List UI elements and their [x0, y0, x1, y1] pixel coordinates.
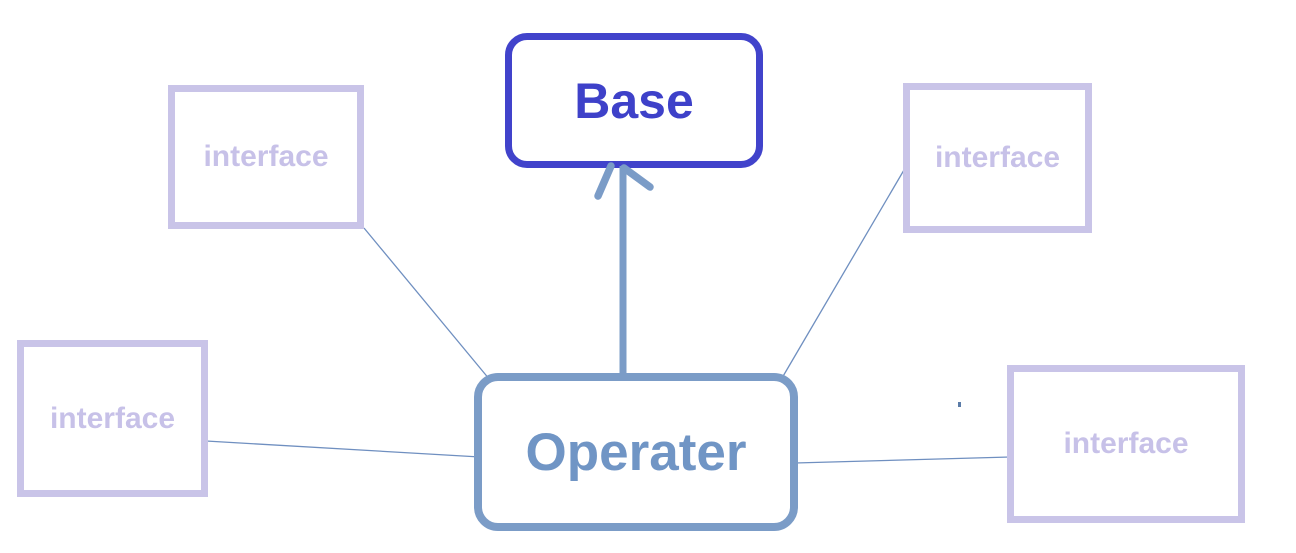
node-interface-top-right: interface — [903, 83, 1092, 233]
node-base-label: Base — [574, 72, 694, 129]
node-interface-bottom-right-label: interface — [1063, 427, 1189, 460]
connector-operater-interface-tl — [363, 227, 491, 381]
stray-dot — [958, 402, 961, 407]
connector-operater-interface-tr — [781, 169, 905, 379]
node-interface-top-right-label: interface — [934, 141, 1061, 174]
inheritance-arrow-operater-base — [594, 162, 654, 377]
node-interface-bottom-left: interface — [17, 340, 208, 497]
node-base: Base — [505, 33, 763, 168]
node-operater-label: Operater — [525, 422, 747, 482]
connector-operater-interface-bl — [205, 440, 481, 458]
node-interface-bottom-left-label: interface — [49, 401, 176, 435]
arrow-barb-right — [620, 164, 654, 191]
arrow-barb-left — [594, 162, 615, 200]
node-interface-bottom-right: interface — [1007, 365, 1245, 523]
node-operater: Operater — [474, 373, 798, 531]
connector-operater-interface-br — [794, 456, 1011, 464]
node-interface-top-left: interface — [168, 85, 364, 229]
node-interface-top-left-label: interface — [203, 140, 329, 173]
